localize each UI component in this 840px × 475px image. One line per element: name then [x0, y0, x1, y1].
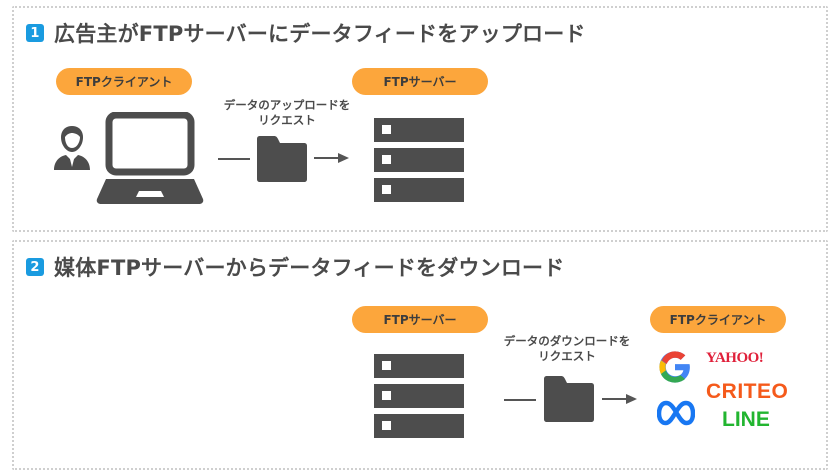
step-2-title: 2 媒体FTPサーバーからデータフィードをダウンロード — [26, 252, 564, 282]
laptop-icon — [96, 112, 204, 204]
connector-line — [218, 158, 250, 160]
google-logo-icon — [659, 351, 690, 383]
step-2-title-text: 媒体FTPサーバーからデータフィードをダウンロード — [54, 256, 565, 280]
step-1-title-text: 広告主がFTPサーバーにデータフィードをアップロード — [54, 22, 586, 46]
download-request-line2: リクエスト — [538, 349, 596, 363]
step-1-panel: 1 広告主がFTPサーバーにデータフィードをアップロード FTPクライアント F… — [12, 6, 828, 232]
step-2-badge: 2 — [26, 258, 44, 276]
upload-request-label: データのアップロードを リクエスト — [212, 98, 362, 128]
criteo-logo: CRITEO — [706, 380, 789, 403]
ftp-server-label: FTPサーバー — [352, 68, 488, 95]
arrow-right-icon — [314, 153, 349, 163]
arrow-right-icon — [602, 394, 637, 404]
step-1-badge: 1 — [26, 24, 44, 42]
user-icon — [54, 126, 90, 170]
ftp-client-label: FTPクライアント — [56, 68, 192, 95]
ftp-client-label: FTPクライアント — [650, 306, 786, 333]
connector-line — [504, 399, 536, 401]
step-1-title: 1 広告主がFTPサーバーにデータフィードをアップロード — [26, 18, 586, 48]
folder-icon — [257, 136, 307, 182]
upload-request-line1: データのアップロードを — [223, 98, 351, 112]
download-request-line1: データのダウンロードを — [503, 334, 631, 348]
line-logo: LINE — [722, 408, 770, 431]
step-2-panel: 2 媒体FTPサーバーからデータフィードをダウンロード FTPサーバー FTPク… — [12, 240, 828, 470]
meta-logo-icon — [657, 400, 695, 426]
ftp-server-label: FTPサーバー — [352, 306, 488, 333]
folder-icon — [544, 376, 594, 422]
server-icon — [374, 354, 464, 438]
yahoo-logo: YAHOO! — [706, 350, 764, 366]
upload-request-line2: リクエスト — [258, 113, 316, 127]
server-icon — [374, 118, 464, 202]
download-request-label: データのダウンロードを リクエスト — [492, 334, 642, 364]
